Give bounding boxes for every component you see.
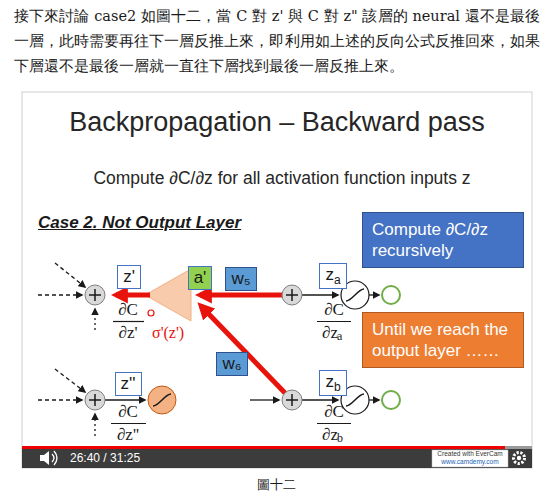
subscript: a	[337, 330, 342, 344]
forward-wire	[105, 399, 145, 400]
variable-box: za	[319, 263, 346, 289]
amplifier-triangle	[145, 269, 191, 321]
backward-arrow	[200, 293, 283, 298]
fraction-bar	[113, 321, 144, 322]
watermark-box	[432, 450, 508, 467]
slide-title: Backpropagation – Backward pass	[69, 106, 485, 138]
node-text: z''	[121, 374, 136, 393]
sum-symbol	[85, 285, 105, 305]
slide-frame	[22, 92, 532, 468]
fraction-bar	[317, 321, 351, 322]
fraction-bar	[111, 423, 146, 424]
forward-wire	[302, 294, 338, 295]
node-text: w₅	[231, 269, 250, 288]
callout-box: Until we reach the output layer ……	[362, 312, 524, 369]
forward-wire	[369, 294, 379, 295]
backward-arrow	[201, 306, 285, 393]
weight-box: w₅	[225, 267, 256, 290]
node-text: w₆	[222, 354, 241, 373]
subscript: b	[337, 432, 343, 446]
fraction-numerator: ∂C	[118, 402, 138, 422]
figure-caption: 圖十二	[257, 477, 296, 493]
output-circle	[382, 286, 400, 304]
watermark-text: www.camdemy.com	[441, 458, 498, 466]
output-circle	[382, 391, 400, 409]
forward-wire	[369, 399, 379, 400]
fraction-denominator: ∂z'	[118, 323, 137, 343]
input-wire	[38, 399, 82, 400]
node-text: Compute ∂C/∂z recursively	[372, 220, 488, 260]
input-wire	[55, 263, 85, 287]
sum-symbol	[282, 285, 302, 305]
volume-icon	[40, 451, 57, 465]
fraction-bar	[317, 423, 351, 424]
node-text: Until we reach the output layer ……	[372, 320, 508, 360]
fraction-numerator: ∂C	[324, 402, 344, 422]
input-wire	[94, 414, 95, 436]
node-text: z	[325, 372, 334, 391]
subscript: a	[334, 273, 341, 287]
input-wire	[94, 309, 95, 330]
video-time: 26:40 / 31:25	[70, 451, 140, 465]
subscript: b	[334, 380, 341, 394]
node-text: z	[325, 265, 334, 284]
progress-bar	[22, 446, 505, 449]
backward-arrow	[116, 293, 150, 298]
sum-symbol	[85, 390, 105, 410]
node-text: z'	[123, 267, 135, 286]
fraction-denominator: ∂z''	[117, 425, 139, 445]
fraction-denominator: ∂z	[322, 425, 338, 445]
fraction-numerator: ∂C	[118, 300, 138, 320]
derivative-label: σ'(z')	[152, 324, 184, 342]
case-heading: Case 2. Not Output Layer	[38, 213, 241, 233]
body-paragraph: 接下來討論 case2 如圖十二，當 C 對 z' 與 C 對 z" 該層的 n…	[14, 4, 540, 79]
variable-box: z'	[117, 265, 141, 288]
weight-box: w₆	[216, 352, 247, 375]
fraction-denominator: ∂z	[322, 323, 338, 343]
forward-wire	[302, 399, 338, 400]
variable-box: a'	[188, 266, 213, 289]
fraction-numerator: ∂C	[324, 300, 344, 320]
red-dot	[148, 310, 154, 316]
input-wire	[55, 369, 85, 392]
input-wire	[38, 294, 82, 295]
player-bar	[22, 449, 532, 468]
callout-box: Compute ∂C/∂z recursively	[362, 212, 524, 269]
slide-subtitle: Compute ∂C/∂z for all activation functio…	[93, 168, 470, 188]
forward-wire	[250, 399, 279, 400]
sigmoid-symbol	[148, 386, 176, 414]
node-text: a'	[194, 268, 207, 287]
sum-symbol	[282, 390, 302, 410]
watermark-text: Created with EverCam	[437, 450, 502, 458]
settings-icon	[514, 453, 525, 464]
variable-box: zb	[319, 370, 346, 396]
progress-track	[505, 446, 532, 449]
variable-box: z''	[115, 372, 142, 395]
